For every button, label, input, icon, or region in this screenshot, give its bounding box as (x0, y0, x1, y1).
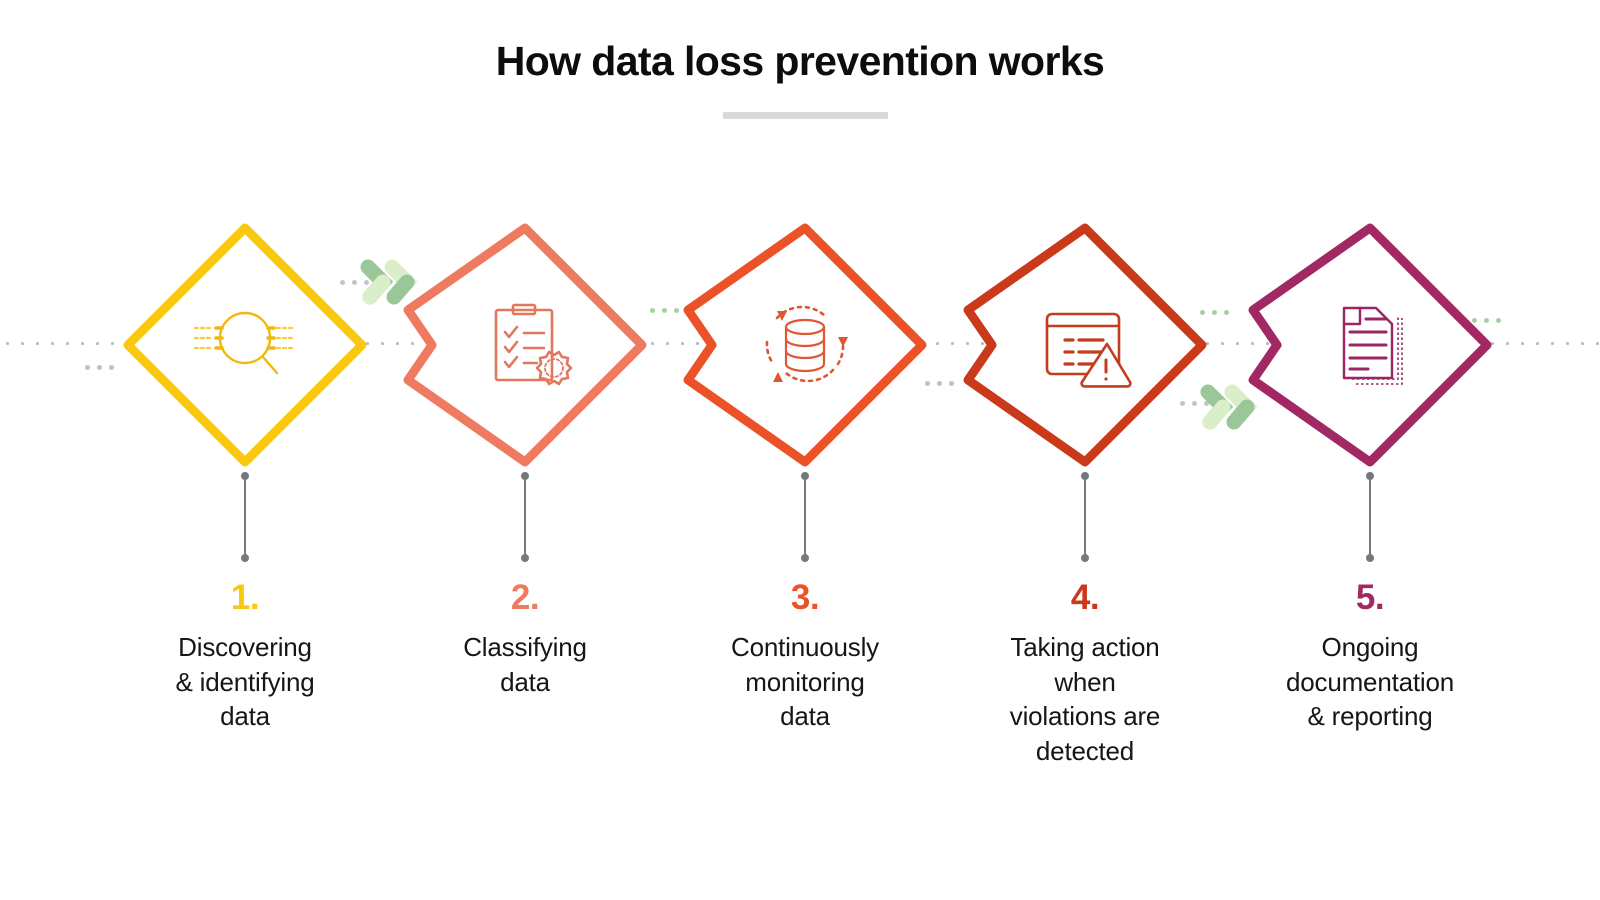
dot-cluster-step1-right-gray (340, 272, 376, 285)
step-caption-2: 2. Classifying data (400, 580, 650, 699)
dot-cluster-step4-lower-gray (1180, 393, 1216, 406)
connector-stem-4 (1080, 472, 1089, 562)
step-caption-5: 5. Ongoing documentation & reporting (1245, 580, 1495, 734)
step-number-2: 2. (510, 578, 540, 617)
step-node-5[interactable] (1245, 220, 1495, 470)
browser-window-with-warning-triangle-icon (1025, 290, 1145, 400)
stacked-document-pages-icon (1310, 290, 1430, 400)
page-title: How data loss prevention works (495, 38, 1105, 84)
connector-stem-3 (800, 472, 809, 562)
step-caption-3: 3. Continuously monitoring data (680, 580, 930, 734)
step-caption-4: 4. Taking action when violations are det… (960, 580, 1210, 768)
dot-cluster-step3-right-green (925, 373, 961, 386)
dot-cluster-step4-right-green (1200, 302, 1236, 315)
step-label-5: Ongoing documentation & reporting (1286, 632, 1454, 732)
step-node-1[interactable] (120, 220, 370, 470)
step-label-2: Classifying data (463, 632, 587, 697)
step-caption-1: 1. Discovering & identifying data (120, 580, 370, 734)
connector-stem-1 (240, 472, 249, 562)
connector-stem-2 (520, 472, 529, 562)
magnifying-glass-with-data-lines-icon (185, 290, 305, 400)
step-label-1: Discovering & identifying data (175, 632, 315, 732)
step-number-3: 3. (790, 578, 820, 617)
connector-stem-5 (1365, 472, 1374, 562)
step-number-5: 5. (1355, 578, 1385, 617)
step-node-4[interactable] (960, 220, 1210, 470)
chevron-pair-step4-to-step5 (1200, 380, 1262, 447)
dot-cluster-step2-right-green (650, 300, 686, 313)
step-number-1: 1. (230, 578, 260, 617)
step-number-4: 4. (1070, 578, 1100, 617)
step-node-2[interactable] (400, 220, 650, 470)
dot-cluster-step5-right-green (1472, 310, 1508, 323)
step-label-3: Continuously monitoring data (731, 632, 879, 732)
database-cylinder-with-rotating-arrows-icon (745, 290, 865, 400)
clipboard-checklist-with-seal-icon (465, 290, 585, 400)
step-label-4: Taking action when violations are detect… (1009, 632, 1161, 766)
dot-cluster-left-green (85, 357, 121, 370)
step-node-3[interactable] (680, 220, 930, 470)
title-underline-rule (723, 112, 888, 119)
chevron-pair-step1-to-step2 (360, 255, 422, 322)
